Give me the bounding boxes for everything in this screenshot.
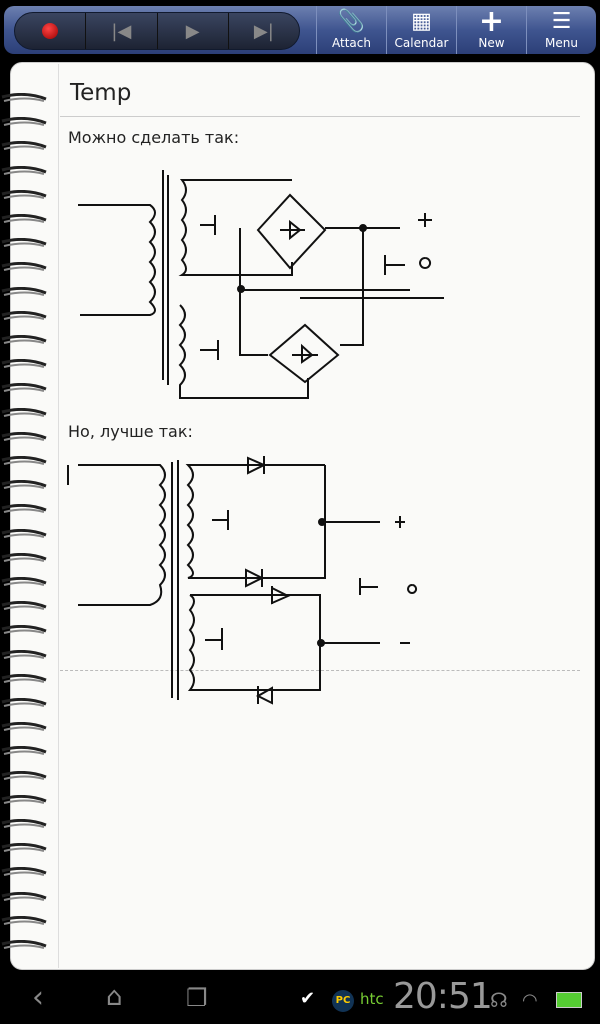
spiral-ring xyxy=(0,913,50,925)
recent-apps-icon[interactable]: ❐ xyxy=(186,984,208,1012)
note-title[interactable]: Temp xyxy=(70,80,132,106)
spiral-ring xyxy=(0,138,50,151)
spiral-ring xyxy=(0,114,50,127)
menu-button[interactable]: ☰ Menu xyxy=(526,6,596,54)
note-text-2[interactable]: Но, лучше так: xyxy=(68,422,193,441)
spiral-ring xyxy=(0,719,50,732)
record-button[interactable] xyxy=(15,13,87,49)
schematic-2 xyxy=(67,456,418,705)
new-button[interactable]: +New xyxy=(456,3,526,54)
clock: 20:51 xyxy=(393,976,493,1017)
spiral-ring xyxy=(0,598,50,611)
schematic-1 xyxy=(78,170,444,399)
battery-icon xyxy=(556,992,582,1008)
attach-label: Attach xyxy=(332,36,371,50)
skip-forward-icon: ▶| xyxy=(253,20,274,42)
htc-logo: htc xyxy=(360,990,384,1008)
spiral-ring xyxy=(0,380,50,393)
media-controls: |◀ ▶ ▶| xyxy=(14,12,300,50)
spiral-ring xyxy=(0,550,50,562)
spiral-ring xyxy=(0,695,50,707)
pc-icon: PC xyxy=(332,990,354,1012)
calendar-button[interactable]: ▦ Calendar xyxy=(386,6,456,54)
menu-icon: ☰ xyxy=(551,8,572,34)
spiral-ring xyxy=(0,308,50,320)
system-nav-bar: ‹ ⌂ ❐ ✔ PC xyxy=(0,980,600,1024)
spiral-ring xyxy=(0,332,50,344)
headset-icon: ☊ xyxy=(490,988,508,1012)
spiral-ring xyxy=(0,671,50,683)
note-text-1[interactable]: Можно сделать так: xyxy=(68,128,240,147)
spiral-ring xyxy=(0,840,50,853)
play-button[interactable]: ▶ xyxy=(158,13,229,49)
spiral-ring xyxy=(0,792,50,804)
back-icon[interactable]: ‹ xyxy=(32,980,44,1015)
calendar-icon: ▦ xyxy=(411,8,432,34)
spiral-ring xyxy=(0,235,50,248)
spiral-ring xyxy=(0,889,50,901)
spiral-ring xyxy=(0,622,50,635)
spiral-ring xyxy=(0,163,50,175)
spiral-ring xyxy=(0,405,50,417)
new-label: New xyxy=(478,36,505,50)
spiral-ring xyxy=(0,90,50,102)
spiral-ring xyxy=(0,187,50,199)
next-button[interactable]: ▶| xyxy=(229,13,299,49)
paperclip-icon: 📎 xyxy=(337,8,366,34)
spiral-ring xyxy=(0,429,50,441)
spiral-ring xyxy=(0,864,50,877)
skip-back-icon: |◀ xyxy=(111,20,132,42)
spiral-ring xyxy=(0,356,50,369)
spiral-ring xyxy=(0,647,50,659)
spiral-ring xyxy=(0,501,50,514)
attach-button[interactable]: 📎 Attach xyxy=(316,6,386,54)
spiral-ring xyxy=(0,574,50,586)
spiral-ring xyxy=(0,453,50,465)
plus-icon: + xyxy=(478,3,505,39)
wifi-icon: ◠ xyxy=(522,990,538,1011)
spiral-ring xyxy=(0,743,50,756)
menu-label: Menu xyxy=(545,36,578,50)
home-icon[interactable]: ⌂ xyxy=(106,982,123,1012)
spiral-ring xyxy=(0,284,50,296)
play-icon: ▶ xyxy=(185,20,200,42)
notebook-page[interactable] xyxy=(10,62,595,970)
spiral-ring xyxy=(0,211,50,223)
previous-button[interactable]: |◀ xyxy=(86,13,158,49)
spiral-ring xyxy=(0,526,50,538)
spiral-ring xyxy=(0,937,50,949)
spiral-ring xyxy=(0,259,50,272)
top-toolbar: |◀ ▶ ▶| 📎 Attach ▦ Calendar +New ☰ Menu xyxy=(4,3,596,54)
calendar-label: Calendar xyxy=(394,36,449,50)
record-icon xyxy=(42,23,59,39)
margin-line xyxy=(58,64,59,968)
spiral-ring xyxy=(0,816,50,828)
title-divider xyxy=(60,116,580,117)
spiral-ring xyxy=(0,768,50,780)
notification-check-icon[interactable]: ✔ xyxy=(300,988,316,1009)
spiral-ring xyxy=(0,477,50,490)
